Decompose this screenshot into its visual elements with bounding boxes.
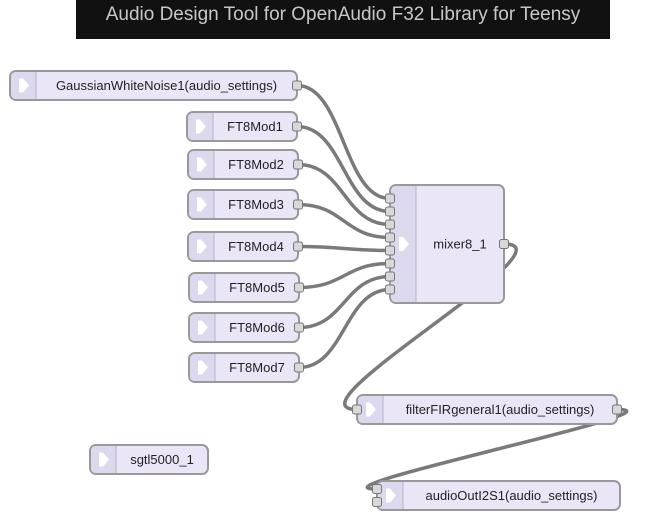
node-ft7[interactable]: FT8Mod7 bbox=[188, 352, 304, 383]
wire-ft2-to-mixer[interactable] bbox=[296, 162, 392, 227]
output-port[interactable] bbox=[292, 80, 302, 91]
node-ft5[interactable]: FT8Mod5 bbox=[188, 272, 304, 303]
nodes-layer: GaussianWhiteNoise1(audio_settings) FT8Mo… bbox=[9, 70, 622, 511]
wire-ft6-to-mixer[interactable] bbox=[297, 274, 392, 330]
arrow-right-icon bbox=[19, 78, 29, 93]
node-mixer[interactable]: mixer8_1 bbox=[385, 184, 509, 304]
node-label: FT8Mod2 bbox=[228, 157, 284, 172]
arrow-right-icon bbox=[99, 452, 109, 467]
node-i2s[interactable]: audioOutI2S1(audio_settings) bbox=[372, 480, 621, 511]
input-port-1[interactable] bbox=[385, 206, 395, 217]
output-port[interactable] bbox=[293, 159, 303, 170]
wire-noise-to-mixer[interactable] bbox=[295, 83, 392, 201]
output-port[interactable] bbox=[292, 121, 302, 132]
wires-layer bbox=[295, 83, 629, 491]
input-port-3[interactable] bbox=[385, 232, 395, 243]
output-port[interactable] bbox=[293, 241, 303, 252]
node-ft6[interactable]: FT8Mod6 bbox=[188, 312, 304, 343]
output-port[interactable] bbox=[294, 282, 304, 293]
input-port-0[interactable] bbox=[372, 484, 382, 494]
wire-ft7-to-mixer[interactable] bbox=[297, 287, 392, 370]
output-port[interactable] bbox=[499, 239, 509, 249]
arrow-right-icon bbox=[197, 157, 207, 172]
node-sgtl[interactable]: sgtl5000_1 bbox=[89, 444, 209, 475]
arrow-right-icon bbox=[386, 488, 396, 503]
node-label: FT8Mod7 bbox=[229, 360, 285, 375]
node-label: FT8Mod3 bbox=[228, 197, 284, 212]
wire-ft1-to-mixer[interactable] bbox=[295, 124, 392, 214]
arrow-right-icon bbox=[399, 237, 409, 251]
wire-fir-to-i2s[interactable] bbox=[365, 407, 629, 491]
output-port[interactable] bbox=[294, 362, 304, 373]
node-ft3[interactable]: FT8Mod3 bbox=[187, 189, 303, 220]
arrow-right-icon bbox=[366, 402, 376, 417]
node-fir[interactable]: filterFIRgeneral1(audio_settings) bbox=[352, 394, 622, 425]
node-label: FT8Mod1 bbox=[227, 119, 283, 134]
node-ft1[interactable]: FT8Mod1 bbox=[186, 111, 302, 142]
arrow-right-icon bbox=[198, 360, 208, 375]
arrow-right-icon bbox=[198, 280, 208, 295]
input-port-1[interactable] bbox=[372, 497, 382, 507]
node-label: FT8Mod6 bbox=[229, 320, 285, 335]
input-port-0[interactable] bbox=[352, 404, 362, 415]
node-ft4[interactable]: FT8Mod4 bbox=[187, 231, 303, 262]
arrow-right-icon bbox=[198, 320, 208, 335]
arrow-right-icon bbox=[197, 239, 207, 254]
input-port-5[interactable] bbox=[385, 258, 395, 269]
page-title: Audio Design Tool for OpenAudio F32 Libr… bbox=[76, 0, 610, 39]
wire-ft4-to-mixer[interactable] bbox=[296, 244, 392, 253]
node-noise[interactable]: GaussianWhiteNoise1(audio_settings) bbox=[9, 70, 302, 101]
arrow-right-icon bbox=[197, 197, 207, 212]
node-label: FT8Mod4 bbox=[228, 239, 284, 254]
node-label: filterFIRgeneral1(audio_settings) bbox=[406, 402, 595, 417]
input-port-4[interactable] bbox=[385, 245, 395, 256]
output-port[interactable] bbox=[293, 199, 303, 210]
node-label: mixer8_1 bbox=[433, 237, 486, 252]
arrow-right-icon bbox=[196, 119, 206, 134]
node-label: FT8Mod5 bbox=[229, 280, 285, 295]
input-port-2[interactable] bbox=[385, 219, 395, 230]
node-label: sgtl5000_1 bbox=[130, 452, 194, 467]
node-label: GaussianWhiteNoise1(audio_settings) bbox=[56, 78, 277, 93]
node-ft2[interactable]: FT8Mod2 bbox=[187, 149, 303, 180]
input-port-0[interactable] bbox=[385, 193, 395, 204]
node-box[interactable] bbox=[376, 480, 621, 511]
output-port[interactable] bbox=[612, 404, 622, 415]
output-port[interactable] bbox=[294, 322, 304, 333]
wire-ft3-to-mixer[interactable] bbox=[296, 202, 392, 240]
wire-mixer-to-fir[interactable] bbox=[343, 242, 518, 412]
wire-ft5-to-mixer[interactable] bbox=[297, 261, 392, 290]
node-box[interactable] bbox=[89, 444, 209, 475]
input-port-6[interactable] bbox=[385, 271, 395, 282]
node-label: audioOutI2S1(audio_settings) bbox=[425, 488, 597, 503]
input-port-7[interactable] bbox=[385, 284, 395, 295]
